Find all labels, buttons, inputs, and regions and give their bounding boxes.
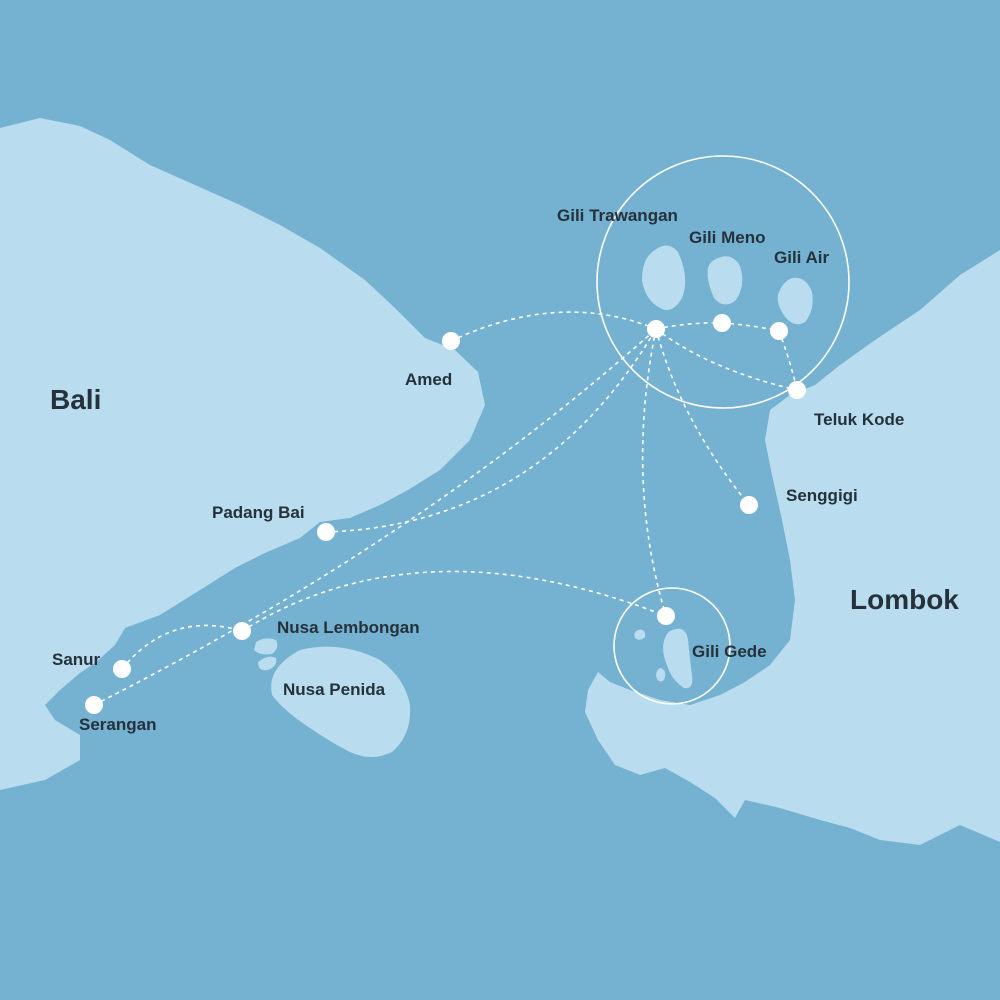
port-marker-icon[interactable] <box>740 496 758 514</box>
port-marker-icon[interactable] <box>233 622 251 640</box>
gili-gede-islet-1 <box>634 629 646 640</box>
route-gili-trawangan-senggigi <box>655 328 750 506</box>
gili-air-island <box>777 277 813 325</box>
place-label-gili-gede: Gili Gede <box>692 642 767 661</box>
place-label-gili-trawangan: Gili Trawangan <box>557 206 678 225</box>
gili-gede-highlight-circle <box>613 587 731 705</box>
place-label-serangan: Serangan <box>79 715 157 734</box>
place-label-nusa-penida: Nusa Penida <box>283 680 386 699</box>
port-marker-icon[interactable] <box>788 381 806 399</box>
route-serangan-gili-trawangan <box>93 328 657 706</box>
port-marker-icon[interactable] <box>85 696 103 714</box>
place-label-sanur: Sanur <box>52 650 101 669</box>
route-amed-gili-trawangan <box>450 311 657 342</box>
bali-peninsula <box>0 630 26 735</box>
gili-gede-island <box>663 628 693 689</box>
route-nusa-lembongan-gili-gede <box>241 570 667 632</box>
gili-islands-highlight-circle <box>596 155 850 409</box>
place-label-padang-bai: Padang Bai <box>212 503 305 522</box>
bali-landmass <box>0 118 485 790</box>
lombok-landmass <box>585 250 1000 845</box>
route-sanur-nusa-lembongan <box>121 624 243 670</box>
port-markers <box>85 314 806 714</box>
region-label-lombok: Lombok <box>850 584 959 615</box>
nusa-lembongan-island <box>254 638 278 655</box>
place-label-senggigi: Senggigi <box>786 486 858 505</box>
place-label-gili-meno: Gili Meno <box>689 228 766 247</box>
route-gili-trawangan-gili-meno <box>655 322 723 330</box>
port-marker-icon[interactable] <box>113 660 131 678</box>
gili-trawangan-island <box>642 245 686 311</box>
port-marker-icon[interactable] <box>770 322 788 340</box>
place-label-gili-air: Gili Air <box>774 248 830 267</box>
place-label-teluk-kode: Teluk Kode <box>814 410 905 429</box>
place-label-amed: Amed <box>405 370 453 389</box>
port-marker-icon[interactable] <box>317 523 335 541</box>
port-marker-icon[interactable] <box>713 314 731 332</box>
gili-gede-islet-2 <box>656 668 666 682</box>
region-label-bali: Bali <box>50 384 102 415</box>
port-marker-icon[interactable] <box>442 332 460 350</box>
gili-meno-island <box>707 256 743 305</box>
nusa-penida-island <box>271 646 411 757</box>
route-padang-bai-gili-trawangan <box>325 328 657 533</box>
port-marker-icon[interactable] <box>647 320 665 338</box>
place-label-nusa-lembongan: Nusa Lembongan <box>277 618 420 637</box>
nusa-ceningan-island <box>258 656 277 671</box>
port-marker-icon[interactable] <box>657 607 675 625</box>
